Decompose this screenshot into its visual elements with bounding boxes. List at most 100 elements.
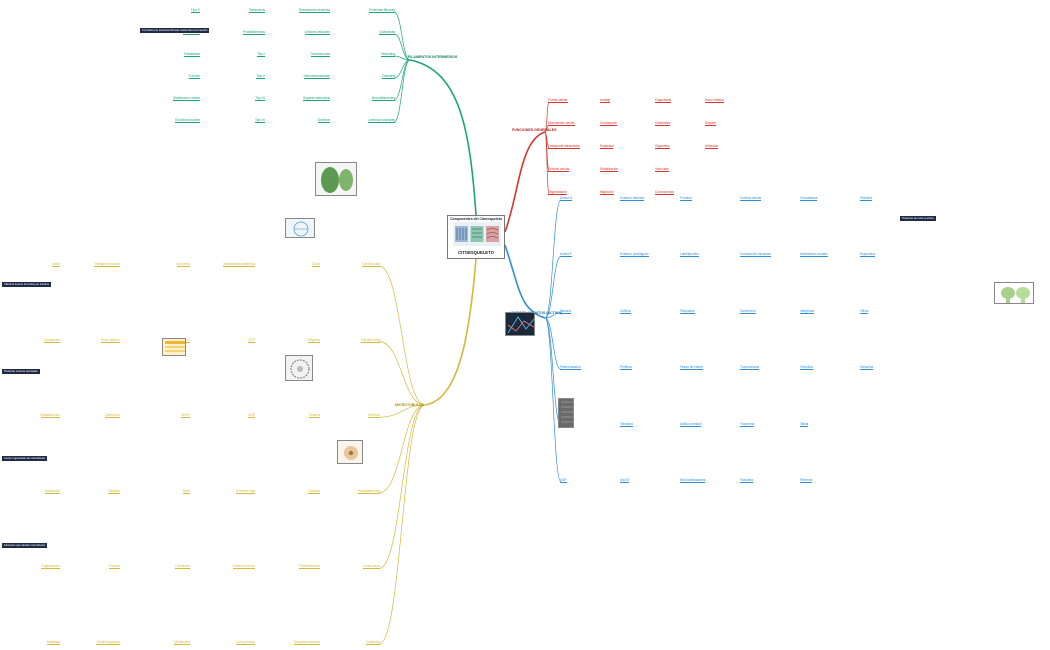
leaf-node[interactable]: Huso mitótico: [705, 98, 725, 103]
leaf-node[interactable]: Fibras de estrés: [680, 365, 703, 371]
leaf-node[interactable]: Fimbrina: [800, 478, 813, 483]
leaf-node[interactable]: Anillo contráctil: [680, 421, 702, 427]
highlight-box[interactable]: Centro organizador de microtúbulos: [2, 456, 48, 461]
leaf-node[interactable]: Actina F: [560, 252, 572, 258]
leaf-node[interactable]: Inestabilidad dinámica: [223, 262, 255, 267]
branch-title-funciones[interactable]: FUNCIONES GENERALES: [512, 128, 557, 132]
leaf-node[interactable]: Espectrina: [860, 252, 876, 258]
leaf-node[interactable]: Movimiento celular: [548, 121, 575, 126]
leaf-node[interactable]: Extremo barbado: [620, 196, 645, 201]
leaf-node[interactable]: Uniones celulares: [304, 30, 330, 35]
leaf-node[interactable]: Polimerización: [299, 564, 320, 570]
leaf-node[interactable]: Estabilización: [40, 413, 60, 419]
leaf-node[interactable]: Gelsolina: [860, 365, 874, 371]
leaf-node[interactable]: Polaridad: [600, 144, 614, 149]
leaf-node[interactable]: Tipo IV: [255, 118, 265, 123]
leaf-node[interactable]: Tubulina gamma: [96, 640, 120, 645]
leaf-node[interactable]: Organización: [548, 190, 567, 195]
leaf-node[interactable]: Actina G: [560, 196, 573, 201]
leaf-node[interactable]: Vinblastina: [174, 640, 190, 645]
leaf-node[interactable]: Desmina: [382, 74, 395, 79]
leaf-node[interactable]: Dímeros: [317, 118, 330, 123]
leaf-node[interactable]: Señalización: [600, 167, 619, 172]
leaf-node[interactable]: Villina: [860, 308, 869, 314]
leaf-node[interactable]: Tropomiosina: [740, 365, 760, 371]
highlight-box[interactable]: Proteínas de unión a actina: [900, 216, 936, 221]
leaf-node[interactable]: Extremo menos: [232, 564, 255, 570]
leaf-node[interactable]: Cofilina: [620, 308, 631, 314]
leaf-node[interactable]: Resistencia mecánica: [298, 8, 330, 13]
highlight-box[interactable]: Proteínas motoras asociadas: [2, 369, 40, 374]
leaf-node[interactable]: Timosina: [620, 421, 633, 427]
leaf-node[interactable]: Tipo V: [190, 8, 200, 13]
leaf-node[interactable]: Centriolos: [365, 640, 380, 645]
leaf-node[interactable]: Tubulina alfa: [361, 262, 380, 267]
leaf-node[interactable]: Integrinas: [800, 308, 814, 314]
leaf-node[interactable]: Envoltura nuclear: [175, 118, 200, 123]
leaf-node[interactable]: Profilina: [620, 365, 632, 371]
leaf-node[interactable]: Flagelos: [307, 337, 320, 343]
leaf-node[interactable]: Adhesiones focales: [800, 252, 828, 258]
leaf-node[interactable]: Tipo I: [257, 52, 265, 57]
leaf-node[interactable]: Cuerpo basal: [236, 640, 255, 645]
leaf-node[interactable]: Soporte: [705, 121, 717, 126]
leaf-node[interactable]: Anillo: [52, 262, 60, 267]
leaf-node[interactable]: Desmosomas: [310, 52, 330, 57]
leaf-node[interactable]: Neurofilamentos: [371, 96, 395, 101]
leaf-node[interactable]: Sarcómero: [740, 308, 756, 314]
leaf-node[interactable]: Miosina: [560, 308, 571, 314]
leaf-node[interactable]: Soporte estructural: [303, 96, 330, 101]
leaf-node[interactable]: Vesículas: [655, 167, 669, 172]
leaf-node[interactable]: Anclaje: [600, 98, 611, 103]
leaf-node[interactable]: Organelos: [655, 144, 670, 149]
leaf-node[interactable]: Faloidina: [740, 478, 753, 483]
leaf-node[interactable]: Tetrámeros: [249, 8, 265, 13]
leaf-node[interactable]: GDP: [248, 413, 255, 419]
leaf-node[interactable]: Adhesión: [705, 144, 719, 149]
leaf-node[interactable]: Proteínas fibrosas: [369, 8, 395, 13]
leaf-node[interactable]: Taxol: [182, 488, 190, 494]
leaf-node[interactable]: Microvellosidades: [680, 478, 706, 483]
leaf-node[interactable]: Cilios: [312, 262, 320, 267]
leaf-node[interactable]: Hemidesmosomas: [303, 74, 330, 79]
leaf-node[interactable]: Transporte axonal: [94, 262, 120, 267]
leaf-node[interactable]: MAPs: [181, 413, 190, 419]
leaf-node[interactable]: Tubulina beta: [360, 337, 380, 343]
leaf-node[interactable]: Filamina: [860, 196, 873, 201]
leaf-node[interactable]: Estabilidad: [184, 52, 200, 57]
leaf-node[interactable]: Transporte intracelular: [548, 144, 580, 149]
leaf-node[interactable]: Despolimerización: [293, 640, 320, 645]
branch-title-microfilamentos[interactable]: MICROFILAMENTOS (ACTINA): [510, 311, 563, 315]
leaf-node[interactable]: Polimerización: [560, 365, 581, 371]
right-thumbnail-image[interactable]: [994, 282, 1034, 304]
leaf-node[interactable]: Cinesina: [307, 488, 320, 494]
branch-title-filamentos[interactable]: FILAMENTOS INTERMEDIOS: [408, 55, 458, 59]
leaf-node[interactable]: Queratinas: [379, 30, 395, 35]
leaf-node[interactable]: Protofilamentos: [357, 488, 380, 494]
leaf-node[interactable]: Axonema: [176, 262, 190, 267]
highlight-box[interactable]: Cilindros huecos formados por tubulina: [2, 282, 51, 287]
leaf-node[interactable]: Migración: [600, 190, 614, 195]
leaf-node[interactable]: Motilidad: [47, 640, 60, 645]
leaf-node[interactable]: Talina: [800, 421, 809, 427]
leaf-node[interactable]: Fagocitosis: [655, 98, 672, 103]
leaf-node[interactable]: Extremo puntiagudo: [620, 252, 649, 258]
leaf-node[interactable]: Huso mitótico: [100, 337, 120, 343]
leaf-node[interactable]: Extremo más: [236, 488, 255, 494]
leaf-node[interactable]: Distribución celular: [173, 96, 200, 101]
leaf-node[interactable]: Citocalasina: [800, 196, 818, 201]
leaf-node[interactable]: Función: [188, 74, 200, 79]
leaf-node[interactable]: Acetilación: [44, 488, 60, 494]
highlight-box[interactable]: Fármacos que afectan microtúbulos: [2, 543, 48, 548]
leaf-node[interactable]: Dímeros: [367, 413, 380, 419]
leaf-node[interactable]: Cinetocoro: [104, 413, 120, 419]
leaf-node[interactable]: División celular: [548, 167, 570, 172]
leaf-node[interactable]: Troponina: [740, 421, 755, 427]
leaf-node[interactable]: Contracción muscular: [740, 252, 771, 258]
highlight-box[interactable]: Formados por proteínas fibrosas resisten…: [140, 28, 210, 33]
leaf-node[interactable]: Tipo II: [256, 74, 265, 79]
leaf-node[interactable]: Láminas nucleares: [368, 118, 395, 123]
leaf-node[interactable]: Formina: [680, 196, 692, 201]
branch-title-microtubulos[interactable]: MICROTÚBULOS: [395, 403, 425, 407]
leaf-node[interactable]: Dineína: [309, 413, 320, 419]
